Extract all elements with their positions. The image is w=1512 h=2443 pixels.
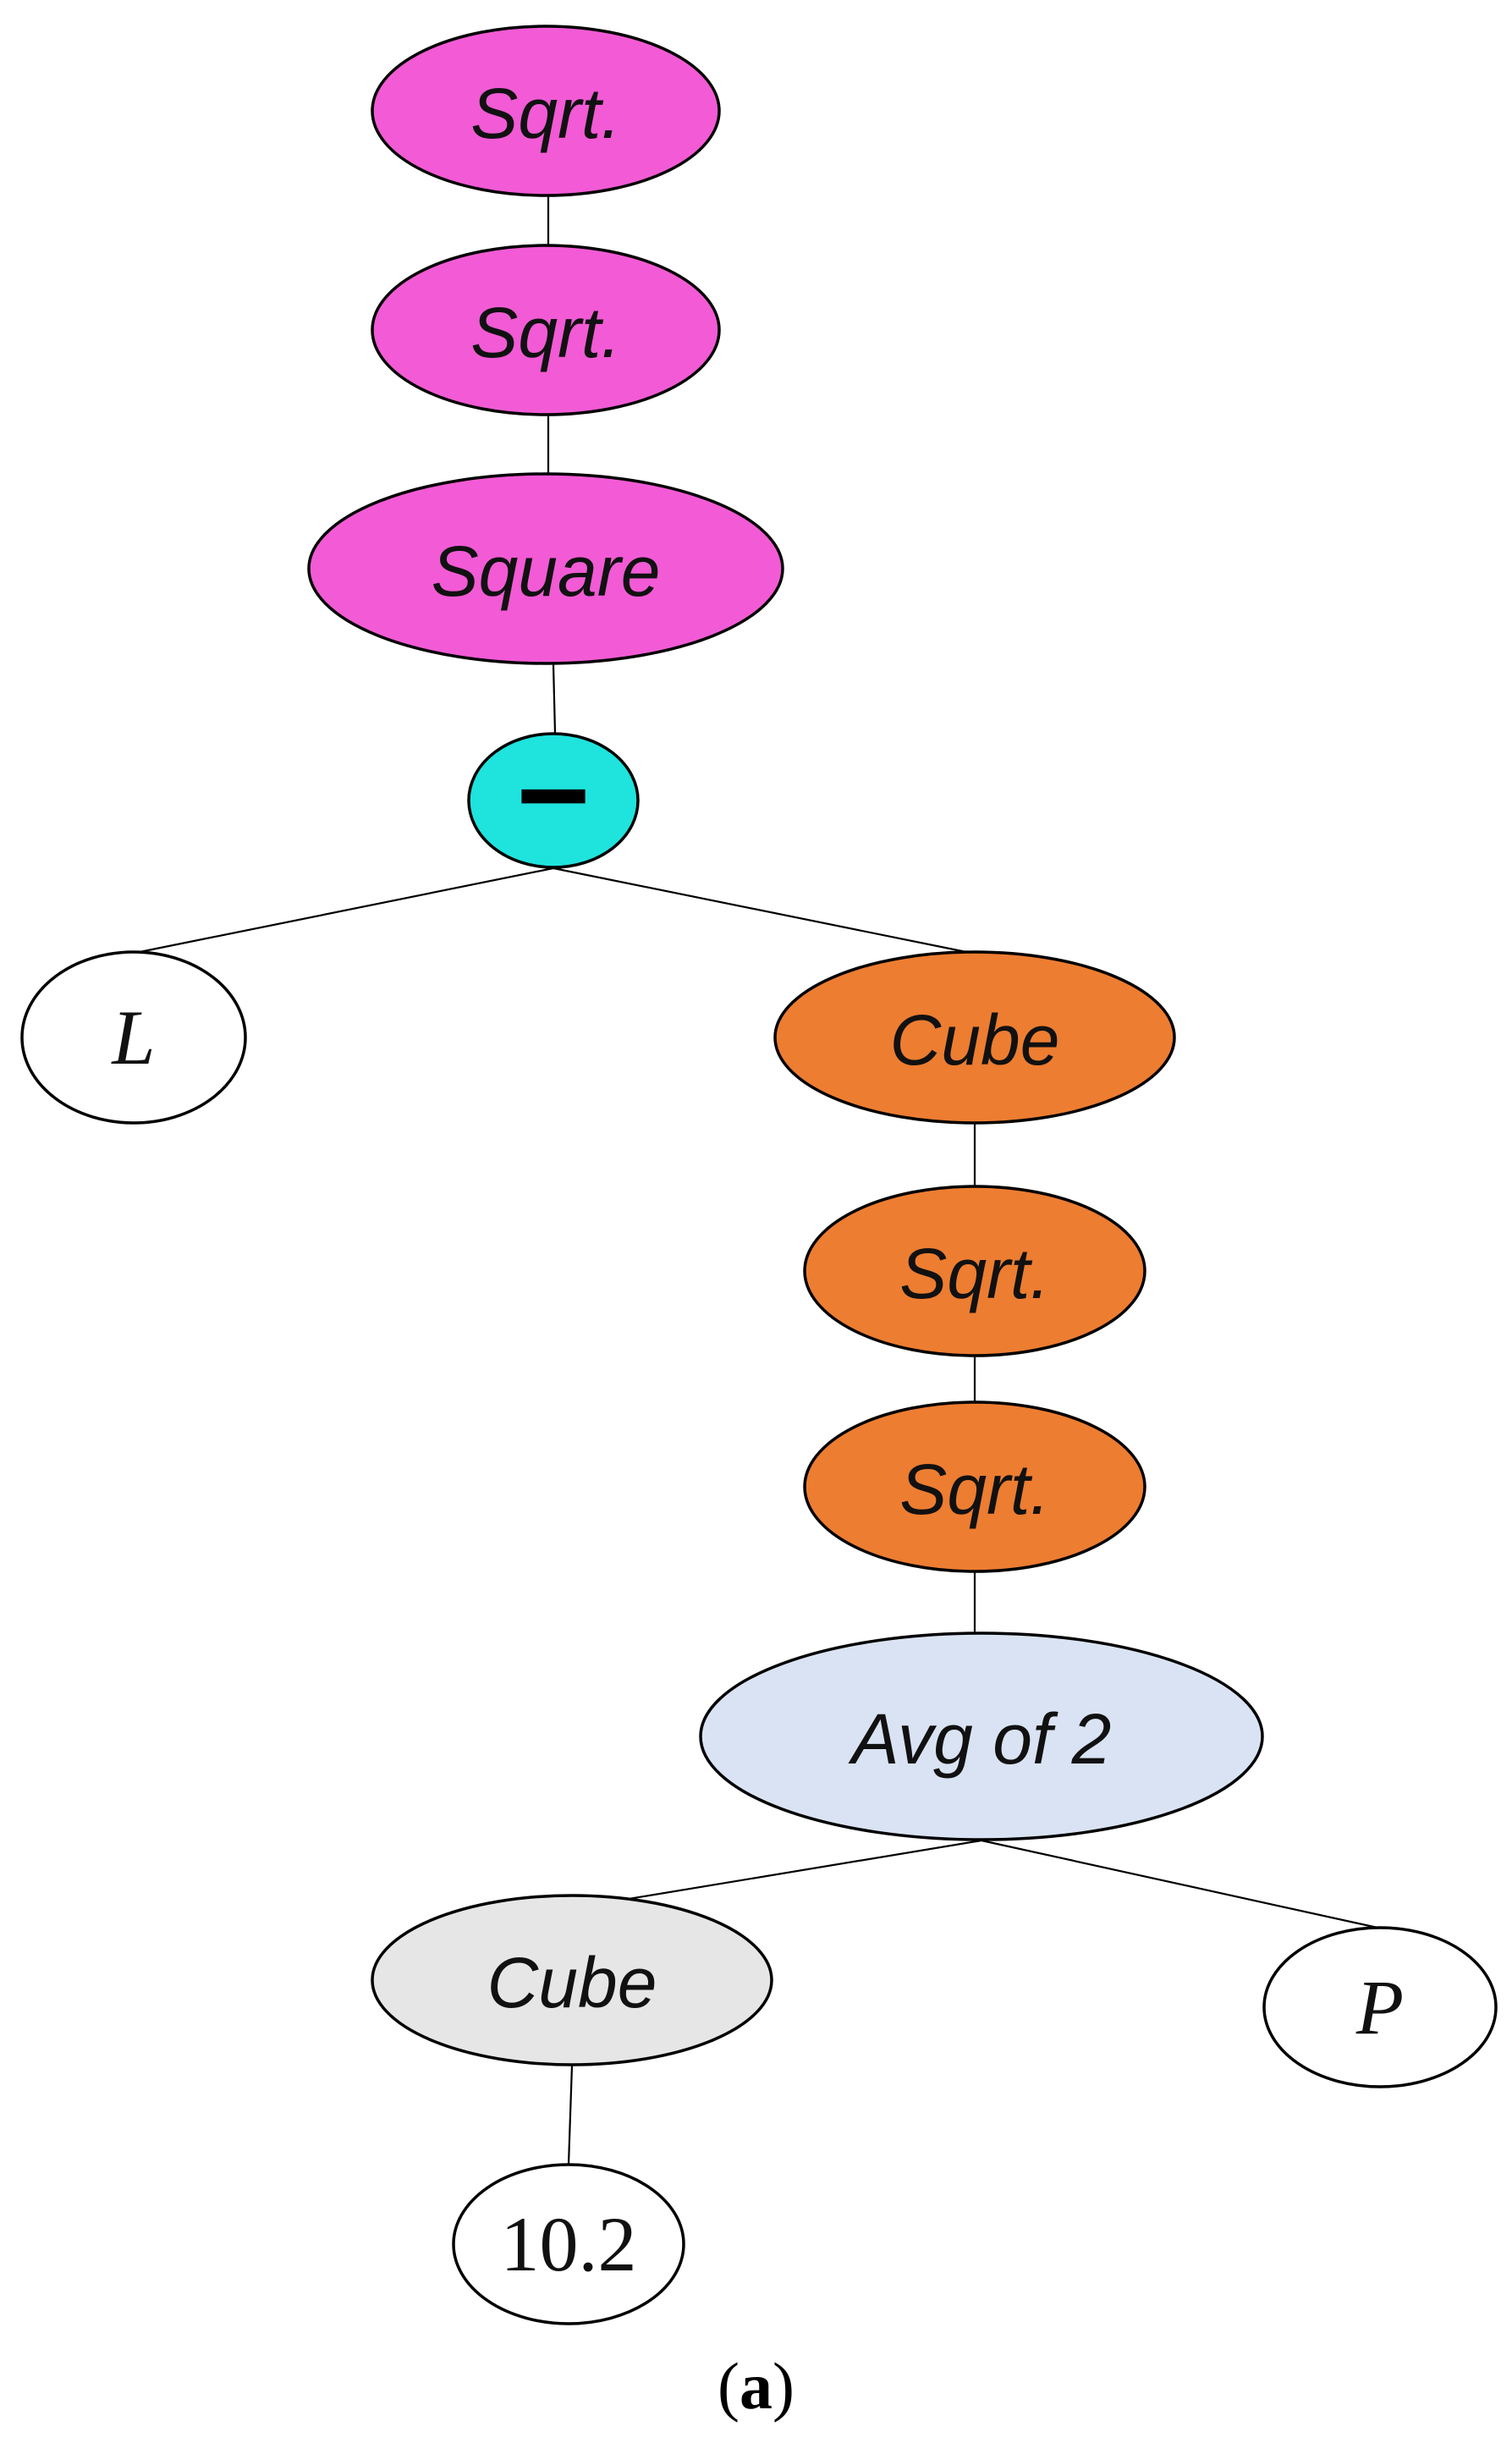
node-n10: Cube [371,1894,773,2066]
node-label: Cube [890,1000,1060,1080]
node-ellipse [371,1894,773,2066]
edge-n4-n5 [139,867,554,954]
node-label: Sqrt. [470,74,620,153]
node-label: Cube [487,1943,657,2022]
node-ellipse [452,2163,685,2325]
node-ellipse [371,25,721,197]
node-label: Avg of 2 [848,1699,1112,1779]
node-label: Square [432,531,661,611]
tree-edges [139,196,1378,2165]
node-n6: Cube [773,950,1176,1125]
node-ellipse [699,1631,1264,1841]
node-label: − [516,724,591,866]
node-label: 10.2 [501,2201,637,2287]
node-label: P [1355,1964,1404,2050]
node-n12: 10.2 [452,2163,685,2325]
node-label: L [110,994,155,1081]
edge-n9-n11 [981,1839,1378,1929]
node-ellipse [1262,1926,1498,2088]
node-n8: Sqrt. [803,1400,1146,1573]
node-n9: Avg of 2 [699,1631,1264,1841]
edge-n4-n6 [553,867,967,954]
edge-n9-n10 [623,1839,982,1901]
node-n11: P [1262,1926,1498,2088]
node-label: Sqrt. [470,293,620,372]
node-ellipse [467,732,640,869]
caption-letter: a [740,2349,772,2423]
node-ellipse [20,950,247,1125]
node-ellipse [371,244,721,416]
node-ellipse [803,1400,1146,1573]
node-ellipse [773,950,1176,1125]
node-label: Sqrt. [899,1234,1049,1313]
node-ellipse [307,472,784,665]
node-n1: Sqrt. [371,25,721,197]
node-n4: − [467,724,640,869]
edge-n10-n12 [567,2065,574,2165]
node-n3: Square [307,472,784,665]
node-label: Sqrt. [899,1450,1049,1529]
node-ellipse [803,1185,1146,1357]
node-n7: Sqrt. [803,1185,1146,1357]
figure-caption: (a) [718,2349,794,2423]
node-n2: Sqrt. [371,244,721,416]
node-n5: L [20,950,247,1125]
edge-n3-n4 [552,663,557,734]
